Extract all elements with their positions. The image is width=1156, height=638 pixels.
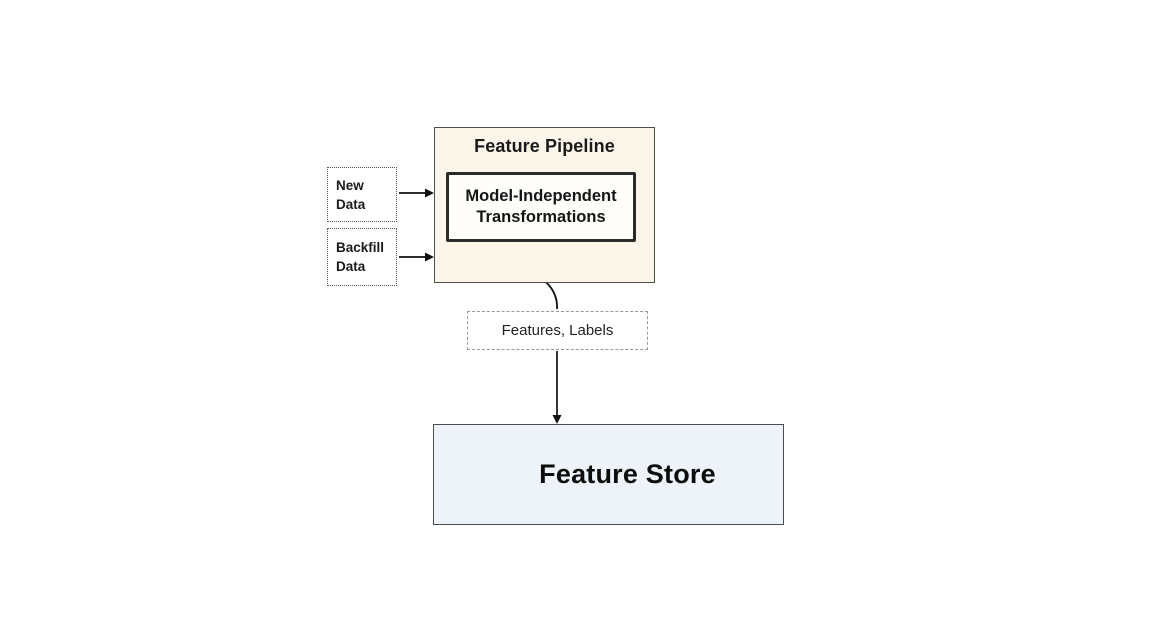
new-data-box: New Data: [327, 167, 397, 222]
model-independent-transformations-box: Model-Independent Transformations: [446, 172, 636, 242]
feature-pipeline-box: Feature Pipeline Model-Independent Trans…: [434, 127, 655, 283]
features-labels-box: Features, Labels: [467, 311, 648, 350]
feature-store-label: Feature Store: [539, 459, 716, 489]
arrow-backfill-data-to-pipeline: [399, 252, 434, 262]
new-data-label-line1: New: [336, 177, 364, 193]
arrow-new-data-to-pipeline: [399, 188, 434, 198]
feature-pipeline-title: Feature Pipeline: [474, 136, 615, 156]
features-labels-label: Features, Labels: [501, 322, 614, 339]
new-data-label-line2: Data: [336, 196, 366, 212]
feature-store-box: Feature Store: [433, 424, 784, 525]
transformations-label-line2: Transformations: [476, 208, 606, 226]
arrow-features-labels-to-feature-store: [552, 351, 562, 424]
backfill-data-box: Backfill Data: [327, 228, 397, 286]
transformations-label-line1: Model-Independent: [465, 187, 617, 205]
backfill-data-label-line1: Backfill: [336, 240, 385, 255]
backfill-data-label-line2: Data: [336, 259, 366, 274]
